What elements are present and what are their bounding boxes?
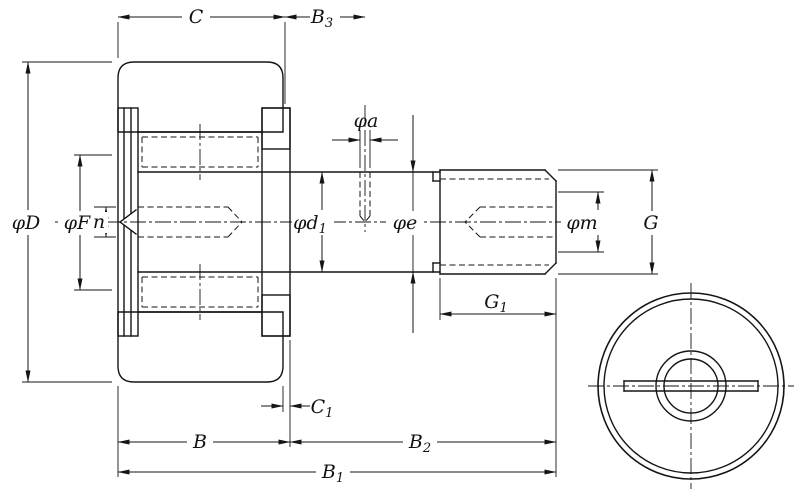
dim-label-C: C xyxy=(189,6,204,28)
thread-section xyxy=(439,169,557,275)
dim-label-phi-d1: φd1 xyxy=(293,212,327,237)
dim-label-B1: B1 xyxy=(321,461,344,486)
front-view xyxy=(588,283,794,489)
dim-label-phi-a: φa xyxy=(354,110,379,132)
dim-label-G1: G1 xyxy=(484,291,507,316)
dim-label-C1: C1 xyxy=(311,396,334,421)
dim-label-B: B xyxy=(192,431,207,453)
dim-label-B2: B2 xyxy=(408,431,431,456)
dim-label-n: n xyxy=(93,211,105,233)
roller-section-top xyxy=(117,61,284,133)
dimension-lines xyxy=(25,14,655,475)
dim-label-phi-F: φF xyxy=(64,212,91,234)
dim-label-phi-D: φD xyxy=(12,212,41,234)
dim-label-B3: B3 xyxy=(310,6,333,31)
center-notch xyxy=(120,210,136,234)
label-backgrounds xyxy=(6,7,663,484)
dimension-labels: C B3 φa φD φF n φd1 φe φm G G1 C1 B B2 B… xyxy=(12,6,659,486)
dim-label-phi-e: φe xyxy=(393,212,418,234)
dim-label-G: G xyxy=(643,212,658,234)
grease-hole xyxy=(359,172,371,223)
dim-label-phi-m: φm xyxy=(566,212,597,234)
hidden-socket-bore xyxy=(138,206,243,238)
section-view xyxy=(55,61,600,383)
roller-section-bottom xyxy=(117,311,284,383)
